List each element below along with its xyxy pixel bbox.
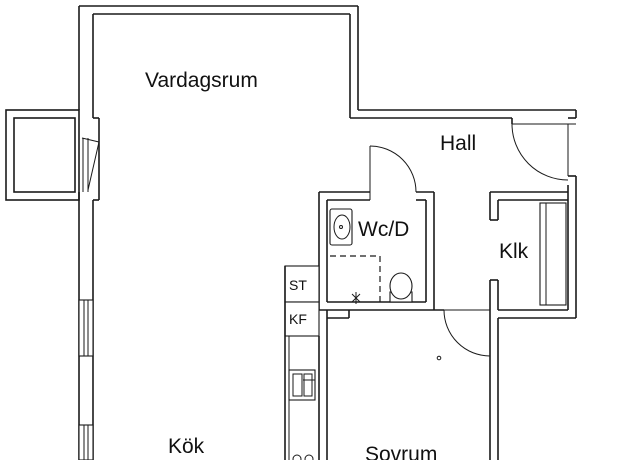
entry-door	[511, 118, 576, 181]
balcony	[5, 109, 100, 201]
floor-drain	[351, 292, 361, 304]
stove-label: ST	[289, 277, 307, 293]
kitchen-sink	[288, 369, 316, 401]
wc-fixtures	[329, 208, 413, 304]
stove-burners	[292, 454, 314, 460]
hall-label: Hall	[440, 132, 476, 155]
bedroom-label: Sovrum	[365, 443, 437, 460]
kitchen-label: Kök	[168, 435, 205, 458]
living-room-label: Vardagsrum	[145, 69, 258, 92]
kitchen-counter	[284, 265, 350, 460]
wc-label: Wc/D	[358, 218, 409, 241]
closet-label: Klk	[499, 240, 529, 263]
bedroom-door	[436, 309, 491, 361]
left-windows	[78, 299, 94, 460]
fridge-label: KF	[289, 311, 307, 327]
wc-walls	[318, 145, 444, 311]
closet-walls	[489, 191, 576, 460]
